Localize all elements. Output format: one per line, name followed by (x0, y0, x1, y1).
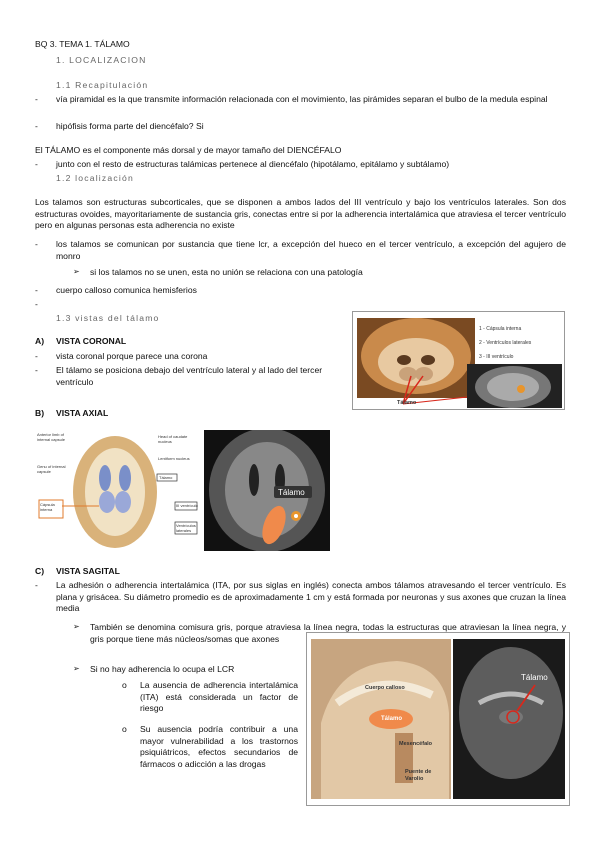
bullet-talamos-comunican: los talamos se comunican por sustancia q… (56, 239, 566, 261)
sub-bullet-comisura-gris: También se denomina comisura gris, porqu… (90, 622, 566, 644)
figure-axial-illustration: Anterior limb of internal capsule Genu o… (35, 430, 200, 551)
label-mesencefalo: Mesencéfalo (399, 741, 433, 747)
arrow-bullet-icon: ➢ (73, 267, 80, 276)
bullet-talamo-posicion: El tálamo se posiciona debajo del ventrí… (56, 365, 323, 387)
bullet-dash: - (35, 299, 38, 309)
sub-bullet-lcr: Si no hay adherencia lo ocupa el LCR (90, 664, 235, 674)
section-title-localizacion: 1. LOCALIZACION (56, 55, 147, 65)
bullet-dash: - (35, 121, 38, 131)
label-ventriculos-laterales: Ventrículos laterales (176, 523, 196, 534)
sub-bullet-no-union: si los talamos no se unen, esta no unión… (90, 267, 363, 277)
heading-vista-sagital: VISTA SAGITAL (56, 566, 120, 576)
list-marker-b: B) (35, 408, 45, 418)
bullet-adhesion-intertalamica: La adhesión o adherencia intertalámica (… (56, 580, 566, 614)
figure-coronal-view: 1 - Cápsula interna 2 - Ventrículos late… (352, 311, 565, 410)
bullet-vista-coronal: vista coronal porque parece una corona (56, 351, 208, 361)
heading-vista-coronal: VISTA CORONAL (56, 336, 127, 346)
bullet-hipofisis: hipófisis forma parte del diencéfalo? Si (56, 121, 204, 131)
label-genu: Genu of internal capsule (37, 464, 66, 475)
legend-ventriculos-laterales: 2 - Ventrículos laterales (479, 340, 532, 346)
label-puente-varolio: Puente de Varolio (405, 769, 432, 783)
bullet-dash: - (35, 94, 38, 104)
paragraph-talamo-definicion: El TÁLAMO es el componente más dorsal y … (35, 145, 342, 155)
label-lentiform: Lentiform nucleus (158, 456, 190, 461)
sub-sub-bullet-factor-riesgo: La ausencia de adherencia intertalámica … (140, 680, 298, 714)
sub-sub-bullet-vulnerabilidad: Su ausencia podría contribuir a una mayo… (140, 724, 298, 769)
document-header: BQ 3. TEMA 1. TÁLAMO (35, 39, 130, 49)
bullet-cuerpo-calloso: cuerpo calloso comunica hemisferios (56, 285, 197, 295)
label-talamo: Tálamo (159, 475, 173, 480)
subsection-localizacion: 1.2 localización (56, 173, 134, 183)
bullet-dash: - (35, 580, 38, 590)
label-capsula-interna: Cápsula interna (40, 502, 55, 513)
figure-sagittal-view: Cuerpo calloso Tálamo Mesencéfalo Puente… (306, 632, 570, 806)
paragraph-talamos-subcorticales: Los talamos son estructuras subcorticale… (35, 197, 566, 231)
circle-bullet: o (122, 724, 127, 734)
legend-iii-ventriculo: 3 - III ventrículo (479, 354, 514, 360)
label-talamo: Tálamo (397, 400, 417, 406)
circle-bullet: o (122, 680, 127, 690)
axial-brain-illustration (38, 436, 198, 548)
figure-axial-mri: Tálamo (204, 430, 330, 551)
bullet-via-piramidal: vía piramidal es la que transmite inform… (56, 94, 548, 104)
bullet-dash: - (35, 285, 38, 295)
list-marker-a: A) (35, 336, 45, 346)
arrow-bullet-icon: ➢ (73, 622, 80, 631)
coronal-brain-illustration (357, 318, 562, 408)
list-marker-c: C) (35, 566, 45, 576)
subsection-vistas: 1.3 vistas del tálamo (56, 313, 160, 323)
label-iii-ventriculo: III ventrículo (176, 503, 198, 508)
bullet-dash: - (35, 365, 38, 375)
axial-mri-image (209, 430, 325, 551)
heading-vista-axial: VISTA AXIAL (56, 408, 109, 418)
subsection-recapitulacion: 1.1 Recapitulación (56, 80, 149, 90)
label-head-caudate: Head of caudate nucleus (158, 434, 188, 445)
legend-capsula-interna: 1 - Cápsula interna (479, 326, 522, 332)
arrow-bullet-icon: ➢ (73, 664, 80, 673)
label-anterior-limb: Anterior limb of internal capsule (37, 432, 66, 443)
sagittal-brain-illustration (311, 639, 565, 799)
label-talamo: Tálamo (381, 716, 403, 722)
label-talamo-mri: Tálamo (521, 673, 548, 682)
bullet-dash: - (35, 159, 38, 169)
bullet-diencefalo: junto con el resto de estructuras talámi… (56, 159, 450, 169)
bullet-dash: - (35, 239, 38, 249)
label-cuerpo-calloso: Cuerpo calloso (365, 685, 405, 691)
label-talamo-mri: Tálamo (278, 488, 305, 497)
bullet-dash: - (35, 351, 38, 361)
